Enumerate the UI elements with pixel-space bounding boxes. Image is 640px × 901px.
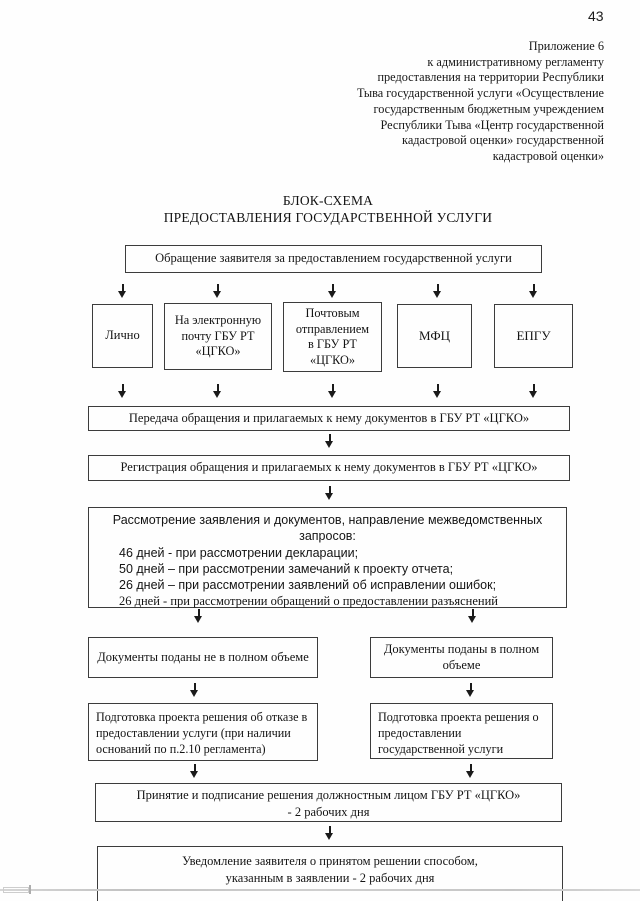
review-heading: Рассмотрение заявления и документов, нап… [89,512,566,545]
arrow-down-icon [325,826,334,840]
flow-box-refusal-draft: Подготовка проекта решения об отказе в п… [88,703,318,761]
flow-box-provision-draft: Подготовка проекта решения о предоставле… [370,703,553,759]
arrow-down-icon [213,284,222,298]
arrow-down-icon [466,683,475,697]
page-title: БЛОК-СХЕМА ПРЕДОСТАВЛЕНИЯ ГОСУДАРСТВЕННО… [78,193,578,226]
arrow-down-icon [529,284,538,298]
arrow-down-icon [194,609,203,623]
flow-box-docs-complete: Документы поданы в полном объеме [370,637,553,678]
annex-line: Приложение 6 [528,39,604,53]
review-terms-list: 46 дней - при рассмотрении декларации; 5… [119,545,566,610]
flow-box-channel-mail: Почтовым отправлением в ГБУ РТ «ЦГКО» [283,302,382,372]
annex-line: Республики Тыва «Центр государственной [380,117,604,132]
notification-line1: Уведомление заявителя о принятом решении… [182,854,478,868]
arrow-down-icon [529,384,538,398]
arrow-down-icon [118,284,127,298]
signing-line2: - 2 рабочих дня [287,804,370,819]
flow-box-channel-inperson: Лично [92,304,153,368]
flow-box-docs-incomplete: Документы поданы не в полном объеме [88,637,318,678]
page-title-line2: ПРЕДОСТАВЛЕНИЯ ГОСУДАРСТВЕННОЙ УСЛУГИ [163,209,493,225]
scan-artifact-mark [3,887,29,893]
annex-line: кадастровой оценки» [492,148,604,163]
arrow-down-icon [118,384,127,398]
annex-line: Тыва государственной услуги «Осуществлен… [356,86,604,101]
review-term-item: 26 дней - при рассмотрении обращений о п… [119,594,498,609]
review-term-item: 50 дней – при рассмотрении замечаний к п… [119,561,454,576]
review-heading-line1: Рассмотрение заявления и документов, нап… [112,513,543,527]
arrow-down-icon [328,284,337,298]
annex-header: Приложение 6 к административному регламе… [224,39,604,165]
annex-line: государственным бюджетным учреждением [373,101,604,116]
signing-line1: Принятие и подписание решения должностны… [136,788,521,802]
arrow-down-icon [468,609,477,623]
flow-box-signing: Принятие и подписание решения должностны… [95,783,562,822]
notification-line2: указанным в заявлении - 2 рабочих дня [225,870,435,885]
review-term-item: 26 дней – при рассмотрении заявлений об … [119,578,497,593]
scan-artifact-tick [29,885,31,894]
flow-box-channel-mfc: МФЦ [397,304,472,368]
arrow-down-icon [190,683,199,697]
review-term-item: 46 дней - при рассмотрении декларации; [119,545,359,560]
flow-box-transfer: Передача обращения и прилагаемых к нему … [88,406,570,431]
arrow-down-icon [325,434,334,448]
arrow-down-icon [433,384,442,398]
scan-artifact-line [0,889,640,891]
arrow-down-icon [213,384,222,398]
arrow-down-icon [433,284,442,298]
annex-line: кадастровой оценки» государственной [402,133,604,148]
page-title-line1: БЛОК-СХЕМА [282,193,374,208]
flow-box-request: Обращение заявителя за предоставлением г… [125,245,542,273]
annex-line: к административному регламенту [427,54,604,69]
review-heading-line2: запросов: [299,529,356,544]
flow-box-channel-email: На электронную почту ГБУ РТ «ЦГКО» [164,303,272,370]
arrow-down-icon [325,486,334,500]
flow-box-review: Рассмотрение заявления и документов, нап… [88,507,567,608]
flow-box-notification: Уведомление заявителя о принятом решении… [97,846,563,901]
page-number: 43 [588,8,604,24]
annex-line: предоставления на территории Республики [377,70,604,85]
arrow-down-icon [466,764,475,778]
arrow-down-icon [328,384,337,398]
flow-box-registration: Регистрация обращения и прилагаемых к не… [88,455,570,481]
flow-box-channel-epgu: ЕПГУ [494,304,573,368]
arrow-down-icon [190,764,199,778]
